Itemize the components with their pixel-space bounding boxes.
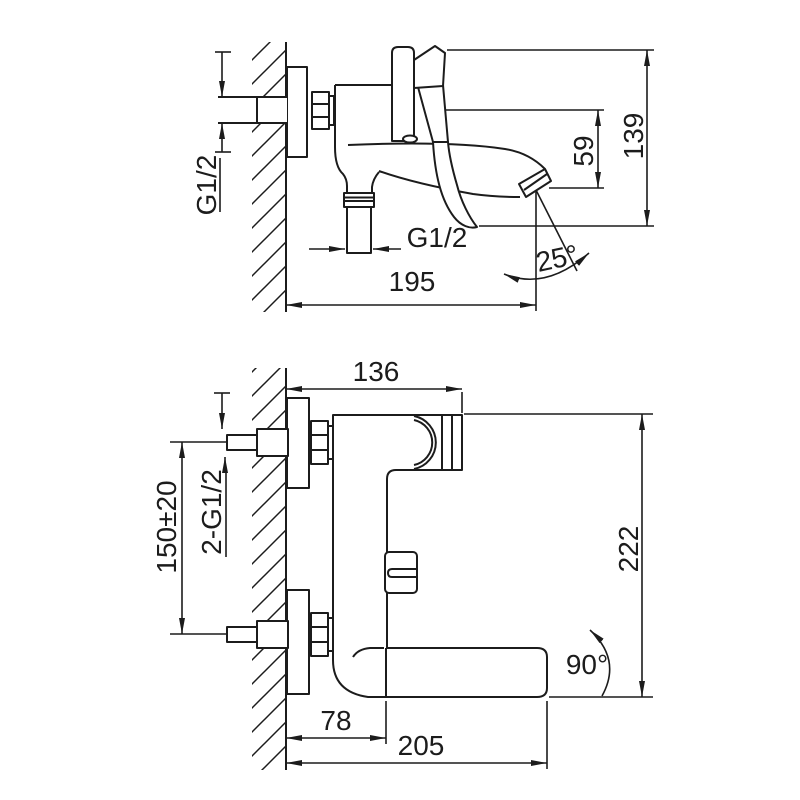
dim-total-height-side: 139 (447, 49, 654, 227)
diverter-knob (384, 551, 418, 594)
dim-label-spout-thread: G1/2 (407, 222, 468, 253)
dim-connection-spacing: 150±20 (151, 441, 227, 635)
handle-lever-bar (391, 46, 415, 142)
dim-label-spout-angle: 25° (533, 239, 581, 278)
spout-bottom (378, 170, 521, 198)
handle-blade (417, 84, 449, 143)
dim-handle-angle: 90° (566, 629, 611, 697)
dim-label-total-height-front: 222 (613, 526, 644, 573)
handle-knob (413, 45, 446, 89)
dim-connection-thread: 2-G1/2 (196, 457, 228, 557)
dim-label-wall-thread: G1/2 (191, 155, 222, 216)
dim-label-spout-height: 59 (568, 135, 599, 166)
supply-pipe-lower (226, 620, 289, 649)
wall-hatching (252, 42, 286, 312)
lever-corner (352, 647, 384, 658)
dim-spout-thread: G1/2 (309, 222, 467, 253)
dim-label-total-height-side: 139 (618, 113, 649, 160)
handle-tail (432, 141, 478, 229)
hex-nut (311, 91, 335, 130)
outlet-pipe (346, 206, 372, 254)
dim-label-wall-to-body: 78 (320, 705, 351, 736)
dim-label-connection-thread: 2-G1/2 (196, 469, 227, 555)
dim-label-total-depth-side: 195 (389, 266, 436, 297)
shower-outlet (343, 192, 375, 254)
mounting-plate-lower (286, 589, 310, 695)
dim-pipe-tick (214, 392, 230, 429)
dim-label-connection-spacing: 150±20 (151, 480, 182, 573)
mounting-plate (286, 66, 308, 158)
hex-nut-upper (310, 420, 334, 465)
front-view: 136 2-G1/2 150±20 222 (151, 356, 653, 770)
handle-front (413, 415, 453, 470)
dim-wall-thread: G1/2 (191, 51, 231, 216)
body-left-profile (334, 85, 380, 194)
dim-total-depth-front: 205 (286, 701, 548, 769)
supply-pipe-upper (226, 428, 289, 457)
supply-pipe (218, 96, 287, 124)
mounting-plate-upper (286, 397, 310, 489)
dim-total-depth-side: 195 (286, 192, 537, 311)
dim-spout-angle: 25° (503, 189, 590, 283)
dim-label-total-depth-front: 205 (398, 730, 445, 761)
spout-top (347, 142, 546, 170)
washer (328, 95, 335, 126)
spout-tip-inner (523, 173, 548, 191)
handle-pivot (402, 134, 418, 144)
dim-body-width: 136 (286, 356, 463, 413)
dim-spout-height: 59 (446, 109, 604, 189)
faucet-body-side (334, 45, 552, 229)
hex-nut-lower (310, 612, 334, 657)
dim-total-height-front: 222 (464, 413, 653, 698)
dim-label-body-width: 136 (353, 356, 400, 387)
dim-wall-to-body: 78 (286, 701, 387, 744)
dim-label-handle-angle: 90° (566, 649, 608, 680)
faucet-body-front (332, 414, 548, 698)
side-view: G1/2 59 139 195 25° (191, 42, 654, 312)
